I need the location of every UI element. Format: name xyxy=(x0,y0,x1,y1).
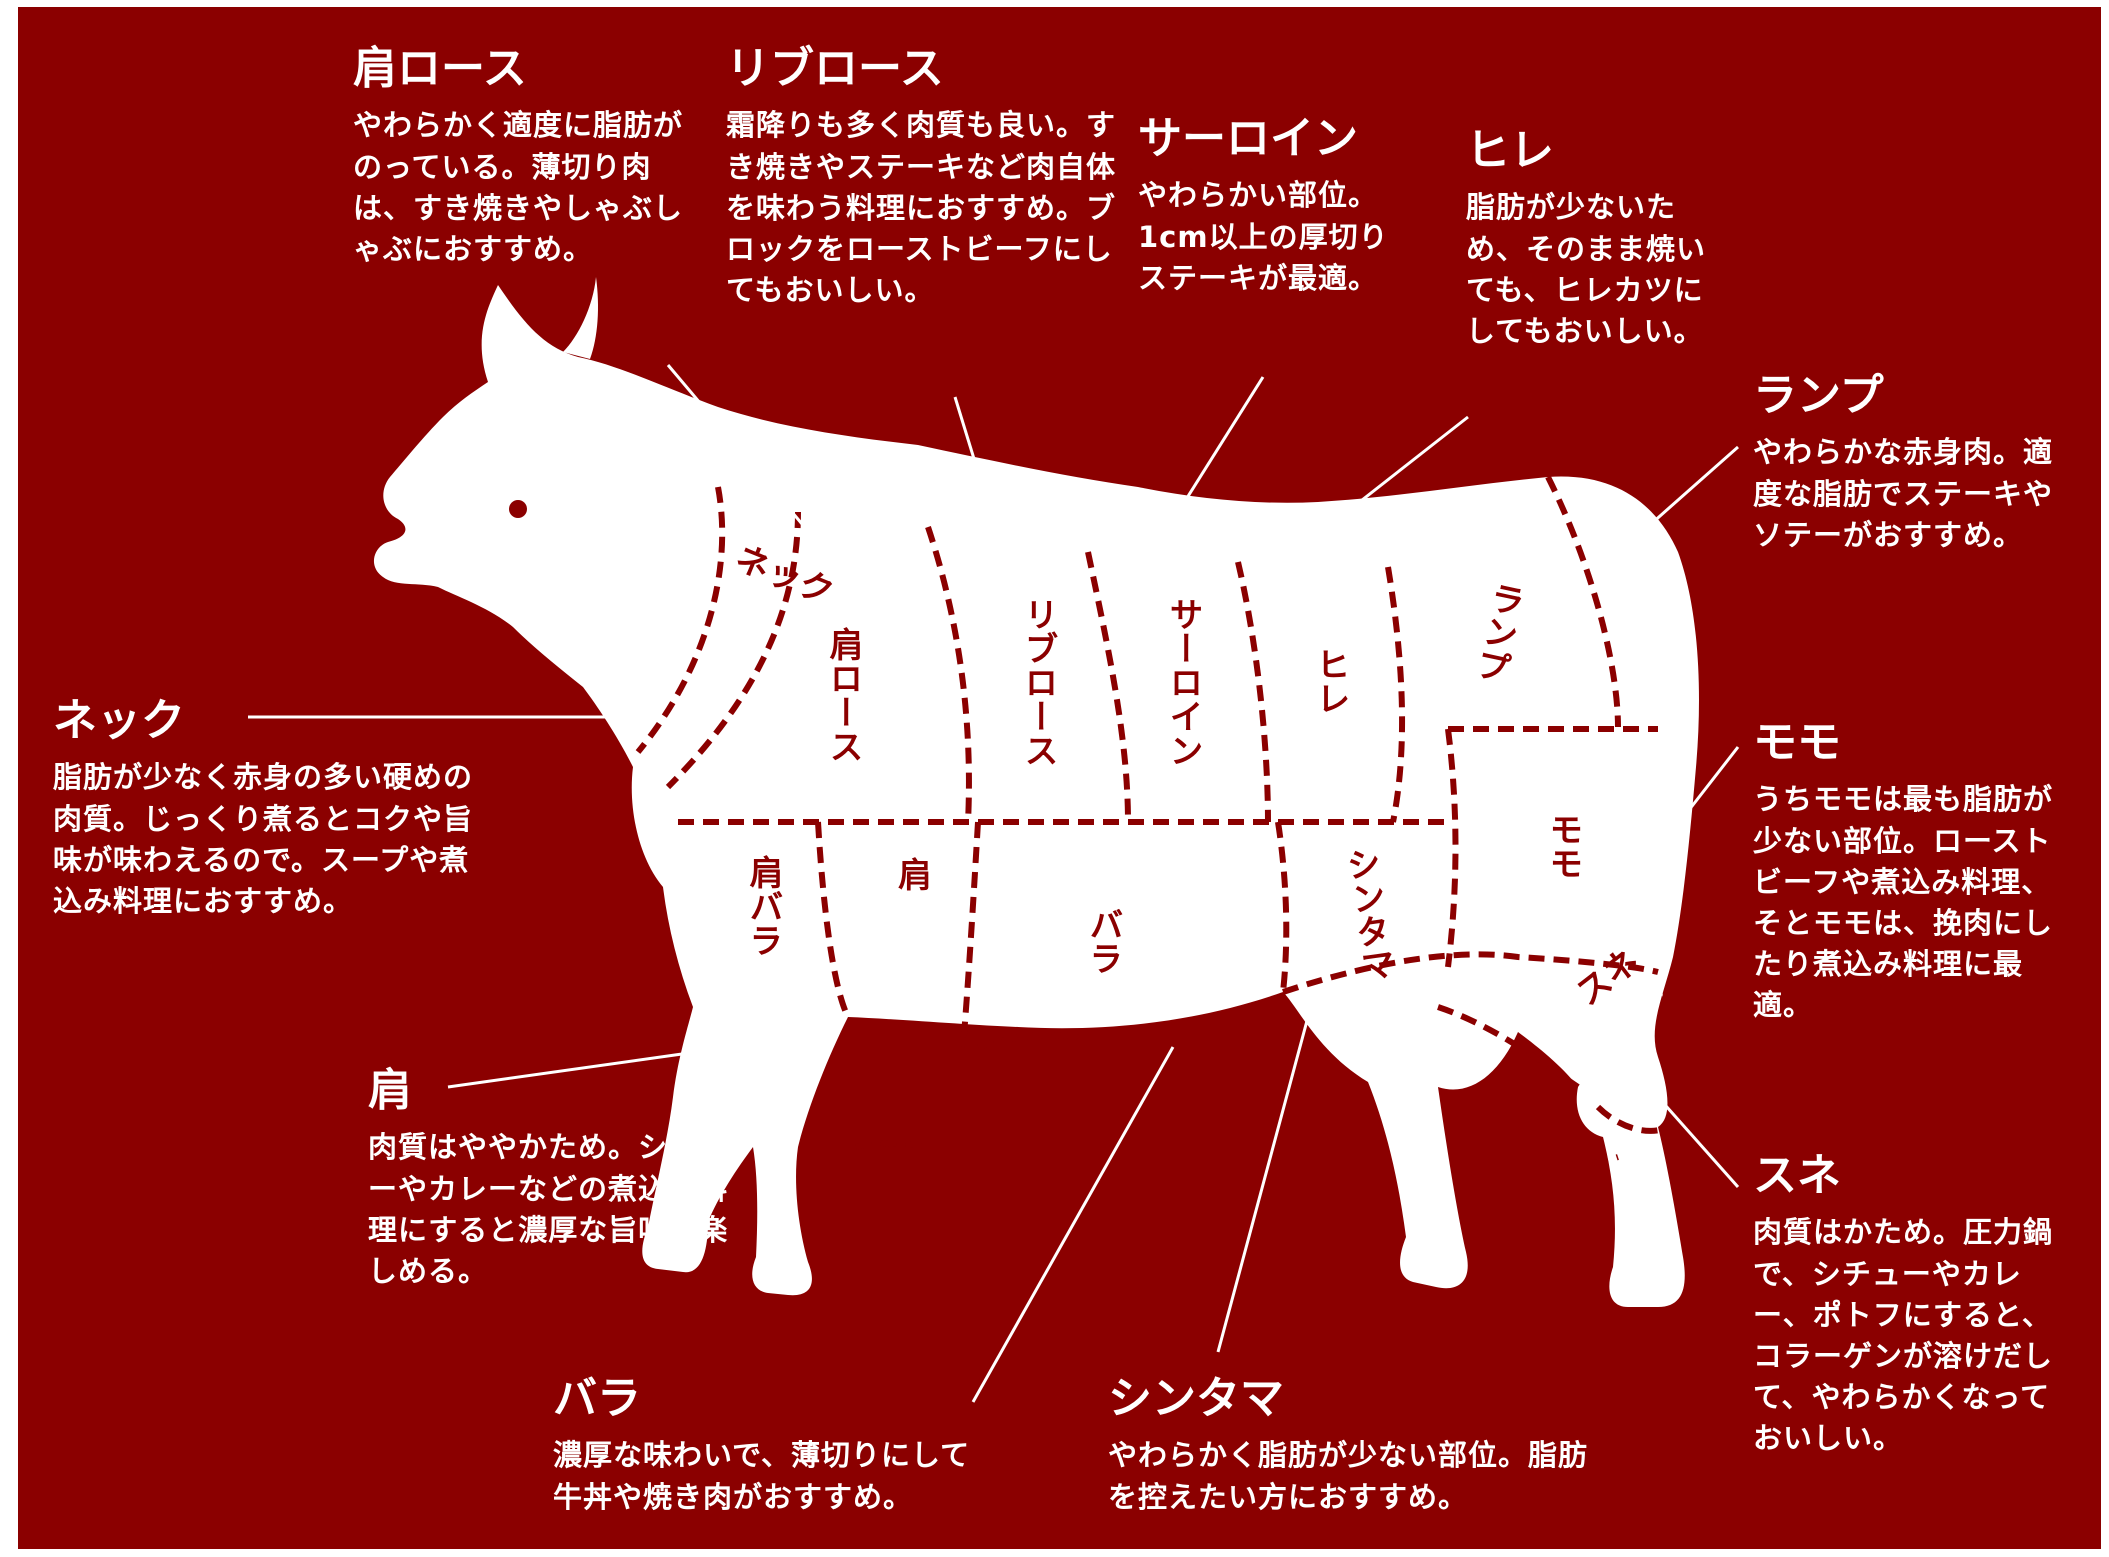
cut-label-kata-loin: 肩ロース xyxy=(823,626,863,763)
desc-hire: ヒレ 脂肪が少ないため、そのまま焼いても、ヒレカツにしてもおいしい。 xyxy=(1466,125,1711,352)
desc-sirloin-title: サーロイン xyxy=(1138,113,1358,164)
desc-sirloin: サーロイン やわらかい部位。1cm以上の厚切りステーキが最適。 xyxy=(1138,113,1398,299)
desc-kata-loin: 肩ロース やわらかく適度に脂肪がのっている。薄切り肉は、すき焼きやしゃぶしゃぶに… xyxy=(353,43,684,270)
desc-shintama-text: やわらかく脂肪が少ない部位。脂肪を控えたい方におすすめ。 xyxy=(1108,1438,1589,1514)
desc-momo-title: モモ xyxy=(1753,717,1841,768)
cut-label-sirloin: サーロイン xyxy=(1163,597,1203,767)
desc-hire-title: ヒレ xyxy=(1466,125,1554,176)
cut-label-kata-bara: 肩バラ xyxy=(743,854,783,957)
desc-momo: モモ うちモモは最も脂肪が少ない部位。ローストビーフや煮込み料理、そとモモは、挽… xyxy=(1753,717,2073,1026)
desc-shintama-title: シンタマ xyxy=(1108,1373,1284,1424)
desc-kata-text: 肉質はややかため。シチューやカレーなどの煮込み料理にすると濃厚な旨味が楽しめる。 xyxy=(368,1130,729,1288)
cut-label-momo: モモ xyxy=(1543,812,1583,880)
desc-rump: ランプ やわらかな赤身肉。適度な脂肪でステーキやソテーがおすすめ。 xyxy=(1753,370,2068,556)
desc-rump-text: やわらかな赤身肉。適度な脂肪でステーキやソテーがおすすめ。 xyxy=(1753,435,2054,552)
desc-sune: スネ 肉質はかため。圧力鍋で、シチューやカレー、ポトフにすると、コラーゲンが溶け… xyxy=(1753,1150,2073,1459)
desc-sirloin-text: やわらかい部位。1cm以上の厚切りステーキが最適。 xyxy=(1138,178,1389,295)
cut-label-bara: バラ xyxy=(1083,907,1123,975)
desc-rib-loin-text: 霜降りも多く肉質も良い。すき焼きやステーキなど肉自体を味わう料理におすすめ。ブロ… xyxy=(726,108,1117,308)
beef-cuts-diagram: ネック 肩ロース リブロース サーロイン ヒレ ランプ モモ 肩バラ 肩 バラ … xyxy=(18,7,2101,1549)
desc-bara: バラ 濃厚な味わいで、薄切りにして牛丼や焼き肉がおすすめ。 xyxy=(553,1373,993,1518)
cut-boundaries xyxy=(635,475,1670,1168)
cut-label-kata: 肩 xyxy=(898,856,932,896)
desc-momo-text: うちモモは最も脂肪が少ない部位。ローストビーフや煮込み料理、そとモモは、挽肉にし… xyxy=(1753,782,2054,1023)
desc-neck-text: 脂肪が少なく赤身の多い硬めの肉質。じっくり煮るとコクや旨味が味わえるので。スープ… xyxy=(53,760,474,918)
cow-illustration: ネック 肩ロース リブロース サーロイン ヒレ ランプ モモ 肩バラ 肩 バラ … xyxy=(248,277,1740,1403)
desc-rump-title: ランプ xyxy=(1753,370,1884,421)
desc-sune-text: 肉質はかため。圧力鍋で、シチューやカレー、ポトフにすると、コラーゲンが溶けだして… xyxy=(1753,1215,2054,1456)
desc-kata-loin-text: やわらかく適度に脂肪がのっている。薄切り肉は、すき焼きやしゃぶしゃぶにおすすめ。 xyxy=(353,108,684,266)
desc-sune-title: スネ xyxy=(1753,1150,1841,1201)
desc-kata-title: 肩 xyxy=(368,1065,412,1116)
desc-rib-loin-title: リブロース xyxy=(726,43,944,94)
desc-bara-title: バラ xyxy=(553,1373,641,1424)
desc-rib-loin: リブロース 霜降りも多く肉質も良い。すき焼きやステーキなど肉自体を味わう料理にお… xyxy=(726,43,1117,311)
desc-hire-text: 脂肪が少ないため、そのまま焼いても、ヒレカツにしてもおいしい。 xyxy=(1466,190,1707,348)
desc-neck: ネック 脂肪が少なく赤身の多い硬めの肉質。じっくり煮るとコクや旨味が味わえるので… xyxy=(53,695,493,922)
leader-lines xyxy=(248,364,1740,1403)
desc-neck-title: ネック xyxy=(53,695,185,746)
desc-kata: 肩 肉質はややかため。シチューやカレーなどの煮込み料理にすると濃厚な旨味が楽しめ… xyxy=(368,1065,748,1292)
cut-label-rib-loin: リブロース xyxy=(1018,597,1058,767)
desc-kata-loin-title: 肩ロース xyxy=(353,43,527,94)
desc-bara-text: 濃厚な味わいで、薄切りにして牛丼や焼き肉がおすすめ。 xyxy=(553,1438,971,1514)
cut-label-hire: ヒレ xyxy=(1310,647,1350,715)
desc-shintama: シンタマ やわらかく脂肪が少ない部位。脂肪を控えたい方におすすめ。 xyxy=(1108,1373,1608,1518)
cow-eye xyxy=(509,500,527,518)
